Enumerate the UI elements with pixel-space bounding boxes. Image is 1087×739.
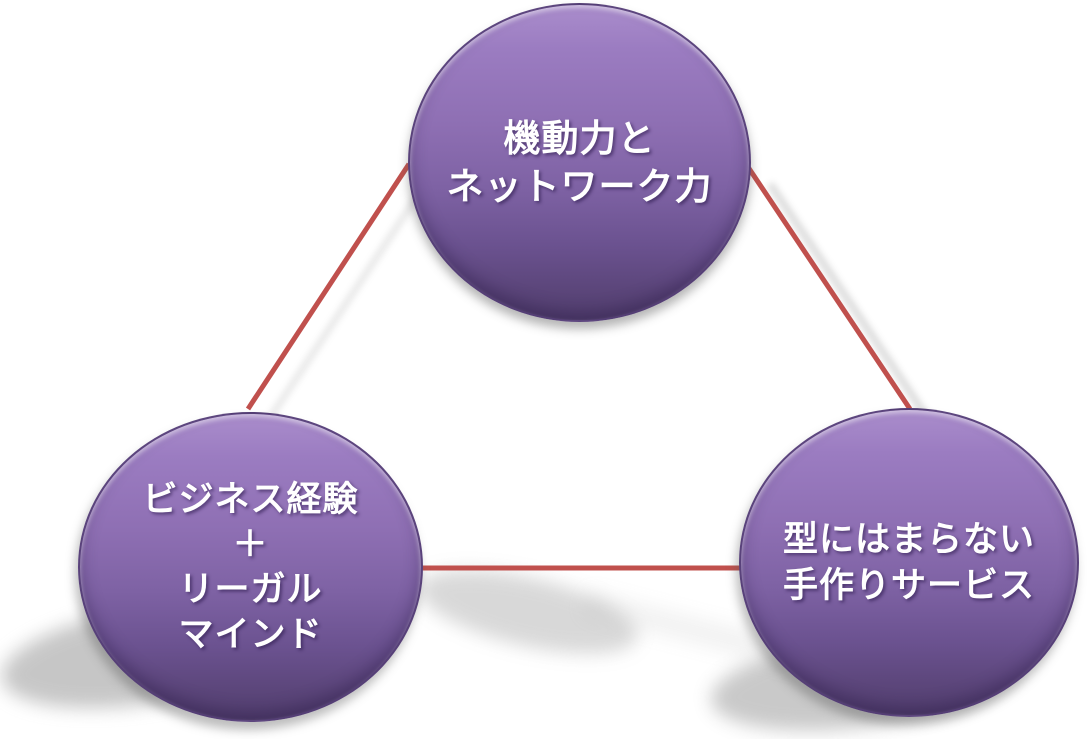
node-label-line: 型にはまらない bbox=[782, 519, 1035, 559]
node-label-line: マインド bbox=[178, 615, 323, 654]
node-label-line: 機動力と bbox=[503, 117, 656, 159]
connector-shadow-left bbox=[263, 184, 427, 426]
node-label-line: ビジネス経験 bbox=[142, 480, 359, 519]
node-business-legal: ビジネス経験 ＋ リーガル マインド bbox=[78, 412, 423, 722]
connector-top-to-left bbox=[245, 162, 412, 411]
connector-top-to-right bbox=[743, 162, 913, 411]
node-label: ビジネス経験 ＋ リーガル マインド bbox=[142, 477, 358, 657]
connector-shadow-right bbox=[767, 182, 933, 424]
node-label-line: リーガル bbox=[178, 570, 323, 609]
node-label-line: 手作りサービス bbox=[782, 565, 1035, 605]
node-label: 機動力と ネットワーク力 bbox=[447, 115, 713, 211]
node-handmade-service: 型にはまらない 手作りサービス bbox=[739, 408, 1079, 717]
node-mobility-network: 機動力と ネットワーク力 bbox=[408, 3, 751, 322]
node-label: 型にはまらない 手作りサービス bbox=[783, 517, 1035, 609]
node-label-line: ネットワーク力 bbox=[446, 165, 713, 207]
node-label-line: ＋ bbox=[232, 525, 269, 564]
